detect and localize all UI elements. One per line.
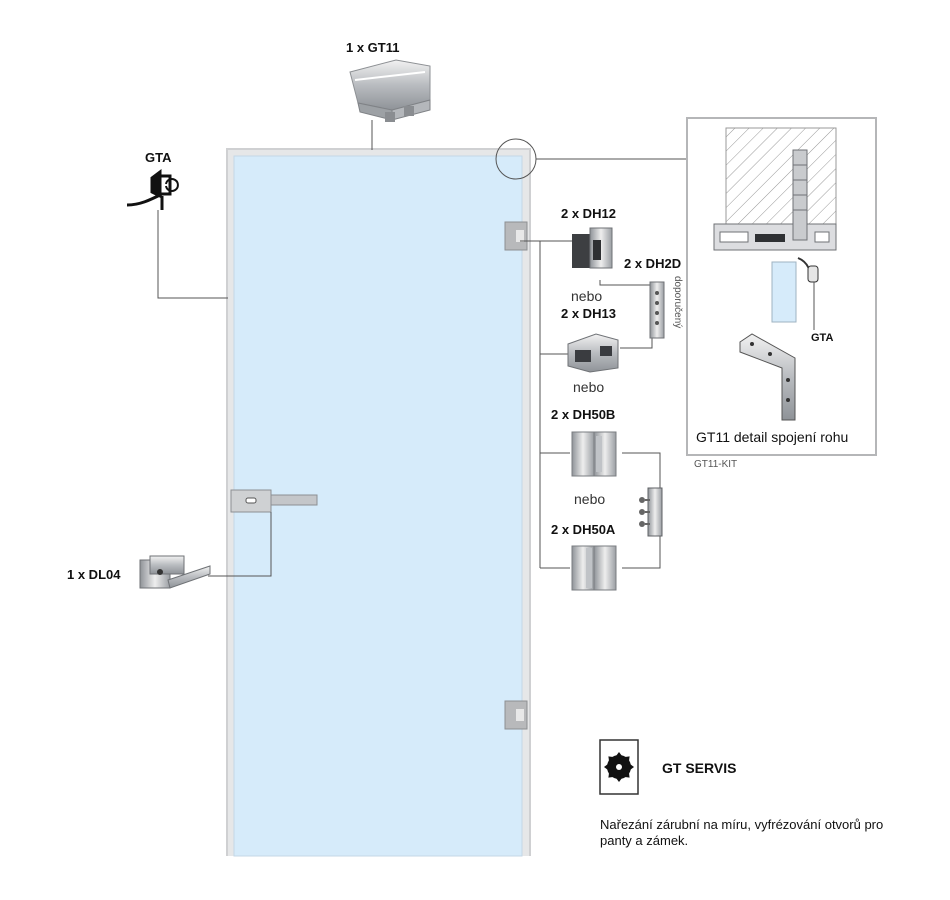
saw-blade-icon (604, 752, 634, 782)
door-lock (230, 489, 318, 513)
doporuceny-label: doporučený (672, 276, 683, 329)
nebo-label-2: nebo (573, 379, 605, 395)
dh50-wall-plate-image (639, 487, 663, 537)
kit-code: GT11-KIT (694, 459, 738, 470)
leader-lines (157, 120, 688, 577)
corner-detail-box (686, 117, 877, 456)
dh13-label: 2 x DH13 (561, 306, 616, 321)
dl04-label: 1 x DL04 (67, 567, 121, 582)
dh12-label: 2 x DH12 (561, 206, 616, 221)
nebo-label-1: nebo (571, 288, 603, 304)
top-hinge-pad (504, 221, 528, 251)
dh13-hinge-image (567, 333, 619, 373)
gta-seal-icon (126, 169, 179, 210)
servis-description: Nařezání zárubní na míru, vyfrézování ot… (600, 817, 884, 848)
dh50b-label: 2 x DH50B (551, 407, 616, 422)
servis-title: GT SERVIS (662, 760, 737, 776)
dh50a-label: 2 x DH50A (551, 522, 616, 537)
dh2d-plate-image (649, 281, 665, 339)
nebo-label-3: nebo (574, 491, 606, 507)
detail-caption: GT11 detail spojení rohu (696, 429, 849, 445)
dh50b-hinge-image (571, 431, 617, 477)
dh12-hinge-image (572, 227, 613, 269)
detail-gta-label: GTA (811, 332, 834, 344)
dh50a-hinge-image (571, 545, 617, 591)
dh2d-label: 2 x DH2D (624, 256, 682, 271)
glass-panel (233, 155, 523, 857)
bottom-hinge-pad (504, 700, 528, 730)
dl04-lock-image (139, 555, 211, 589)
gta-label: GTA (145, 150, 172, 165)
gt-servis-box (599, 739, 639, 795)
gt11-profile-image (349, 59, 431, 122)
gt11-label: 1 x GT11 (346, 40, 400, 55)
